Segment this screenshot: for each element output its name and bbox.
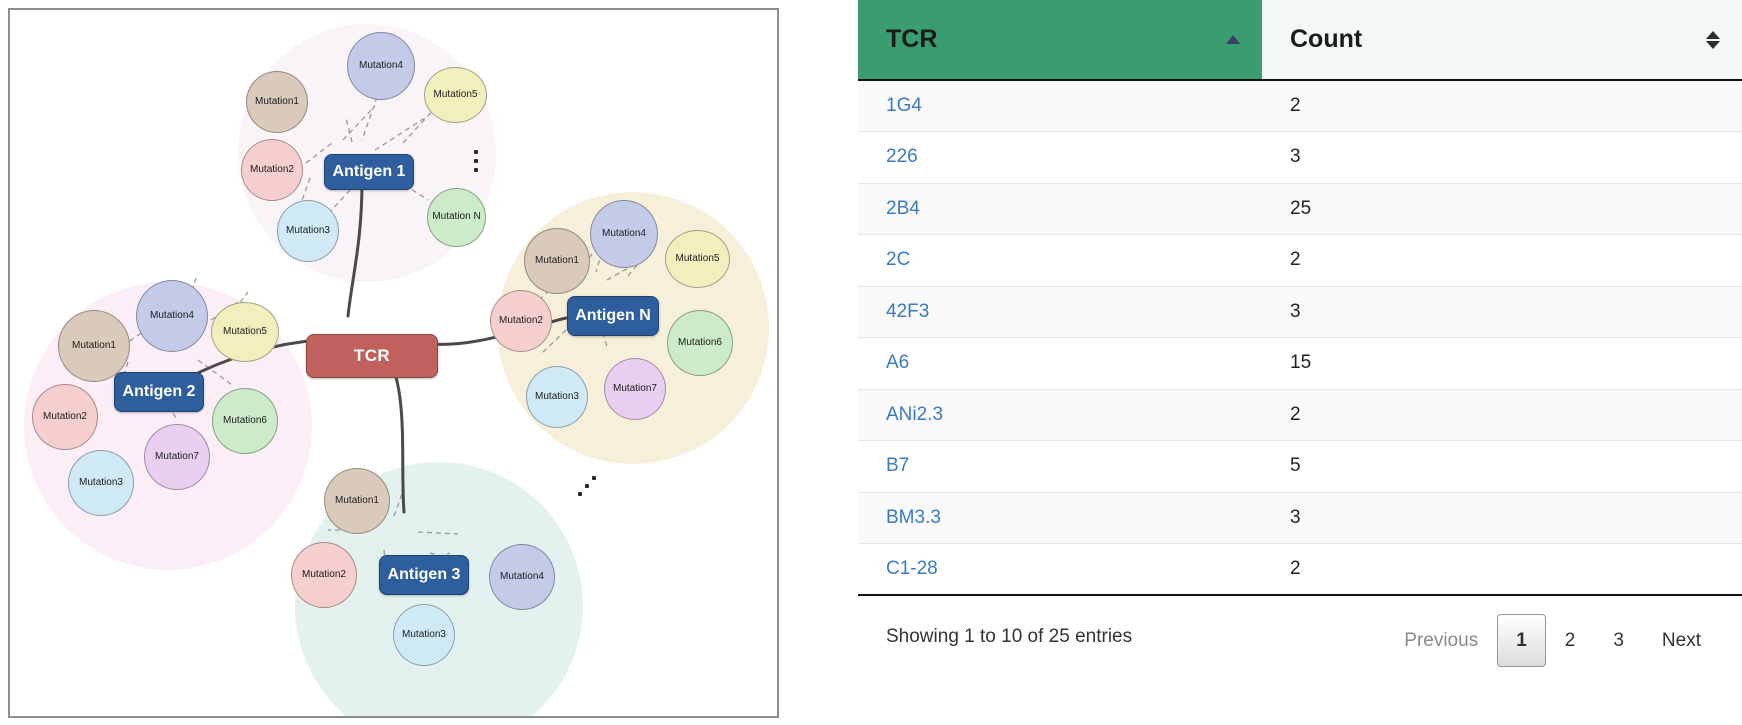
mutation-node[interactable]: Mutation3 bbox=[393, 604, 455, 666]
sort-unsorted-icon[interactable] bbox=[1706, 31, 1720, 49]
mutation-node[interactable]: Mutation1 bbox=[246, 71, 308, 133]
pagination-page-2[interactable]: 2 bbox=[1546, 614, 1595, 667]
tcr-center-node[interactable]: TCR bbox=[306, 334, 438, 378]
cell-count: 2 bbox=[1262, 80, 1742, 132]
cell-tcr: 2B4 bbox=[858, 183, 1262, 235]
mutation-node[interactable]: Mutation5 bbox=[424, 67, 487, 123]
cell-count: 2 bbox=[1262, 544, 1742, 596]
mutation-node[interactable]: Mutation7 bbox=[144, 424, 210, 490]
cell-tcr: 2C bbox=[858, 235, 1262, 287]
mutation-node[interactable]: Mutation2 bbox=[32, 384, 98, 450]
mutation-node[interactable]: Mutation4 bbox=[489, 544, 555, 610]
tcr-link[interactable]: B7 bbox=[886, 455, 909, 476]
antigen-node-3[interactable]: Antigen 3 bbox=[379, 555, 469, 595]
column-header-tcr-label: TCR bbox=[886, 25, 937, 53]
tcr-link[interactable]: 2B4 bbox=[886, 198, 920, 219]
mutation-node[interactable]: Mutation2 bbox=[291, 542, 357, 608]
cell-count: 3 bbox=[1262, 286, 1742, 338]
mutation-node[interactable]: Mutation5 bbox=[665, 230, 730, 288]
tcr-link[interactable]: C1-28 bbox=[886, 558, 938, 579]
antigen-node-n[interactable]: Antigen N bbox=[567, 296, 659, 336]
cell-tcr: BM3.3 bbox=[858, 492, 1262, 544]
cell-tcr: B7 bbox=[858, 441, 1262, 493]
cell-count: 25 bbox=[1262, 183, 1742, 235]
table-info-text: Showing 1 to 10 of 25 entries bbox=[886, 626, 1132, 648]
mutation-node[interactable]: Mutation6 bbox=[212, 388, 278, 454]
cell-count: 2 bbox=[1262, 235, 1742, 287]
cell-count: 15 bbox=[1262, 338, 1742, 390]
column-header-count[interactable]: Count bbox=[1262, 0, 1742, 80]
tcr-link[interactable]: 42F3 bbox=[886, 301, 929, 322]
table-body: 1G4 2 226 3 2B4 25 2C 2 42F3 3 bbox=[858, 80, 1742, 595]
antigen-node-1[interactable]: Antigen 1 bbox=[324, 154, 414, 190]
mutation-node[interactable]: Mutation5 bbox=[211, 302, 279, 362]
pagination-page-1[interactable]: 1 bbox=[1497, 614, 1546, 667]
column-header-count-label: Count bbox=[1290, 25, 1362, 53]
mutation-node[interactable]: Mutation7 bbox=[604, 358, 666, 420]
table-head: TCR Count bbox=[858, 0, 1742, 80]
mutation-node[interactable]: Mutation3 bbox=[526, 366, 588, 428]
cell-count: 5 bbox=[1262, 441, 1742, 493]
mutation-node[interactable]: Mutation4 bbox=[347, 32, 415, 100]
table-row[interactable]: 42F3 3 bbox=[858, 286, 1742, 338]
tcr-link[interactable]: BM3.3 bbox=[886, 507, 941, 528]
antigen-node-2[interactable]: Antigen 2 bbox=[114, 372, 204, 412]
table-footer: Showing 1 to 10 of 25 entries Previous 1… bbox=[858, 596, 1742, 686]
tcr-link[interactable]: 1G4 bbox=[886, 95, 922, 116]
mutation-node[interactable]: Mutation2 bbox=[241, 139, 303, 201]
pagination-page-3[interactable]: 3 bbox=[1594, 614, 1643, 667]
column-header-tcr[interactable]: TCR bbox=[858, 0, 1262, 80]
mutation-node[interactable]: Mutation2 bbox=[490, 290, 552, 352]
mutation-node[interactable]: Mutation6 bbox=[667, 310, 733, 376]
table-header-row: TCR Count bbox=[858, 0, 1742, 80]
mutation-node[interactable]: Mutation3 bbox=[68, 450, 134, 516]
cell-count: 2 bbox=[1262, 389, 1742, 441]
data-table: TCR Count 1G4 2 226 3 bbox=[858, 0, 1742, 596]
mutation-node[interactable]: Mutation N bbox=[427, 188, 486, 247]
table-row[interactable]: C1-28 2 bbox=[858, 544, 1742, 596]
cell-tcr: A6 bbox=[858, 338, 1262, 390]
cell-tcr: 1G4 bbox=[858, 80, 1262, 132]
cell-count: 3 bbox=[1262, 132, 1742, 184]
mutation-node[interactable]: Mutation1 bbox=[324, 468, 390, 534]
cell-tcr: 226 bbox=[858, 132, 1262, 184]
table-row[interactable]: 226 3 bbox=[858, 132, 1742, 184]
table-row[interactable]: 2B4 25 bbox=[858, 183, 1742, 235]
table-row[interactable]: ANi2.3 2 bbox=[858, 389, 1742, 441]
mutation-node[interactable]: Mutation1 bbox=[524, 228, 590, 294]
mutation-node[interactable]: Mutation4 bbox=[590, 200, 658, 268]
cell-count: 3 bbox=[1262, 492, 1742, 544]
sort-ascending-icon[interactable] bbox=[1226, 31, 1240, 49]
diagonal-ellipsis-icon bbox=[578, 476, 602, 500]
diagram-stage: Mutation1 Mutation2 Mutation3 Mutation4 … bbox=[10, 10, 779, 718]
pagination: Previous 1 2 3 Next bbox=[1385, 614, 1720, 667]
table-row[interactable]: BM3.3 3 bbox=[858, 492, 1742, 544]
table-row[interactable]: B7 5 bbox=[858, 441, 1742, 493]
tcr-count-datatable: TCR Count 1G4 2 226 3 bbox=[858, 0, 1742, 725]
table-row[interactable]: 2C 2 bbox=[858, 235, 1742, 287]
cell-tcr: 42F3 bbox=[858, 286, 1262, 338]
mutation-node[interactable]: Mutation4 bbox=[136, 280, 208, 352]
tcr-link[interactable]: A6 bbox=[886, 352, 909, 373]
pagination-previous[interactable]: Previous bbox=[1385, 614, 1497, 667]
table-row[interactable]: 1G4 2 bbox=[858, 80, 1742, 132]
cell-tcr: C1-28 bbox=[858, 544, 1262, 596]
table-row[interactable]: A6 15 bbox=[858, 338, 1742, 390]
tcr-link[interactable]: 2C bbox=[886, 249, 910, 270]
cell-tcr: ANi2.3 bbox=[858, 389, 1262, 441]
mutation-node[interactable]: Mutation3 bbox=[277, 200, 339, 262]
tcr-link[interactable]: 226 bbox=[886, 146, 918, 167]
mutation-node[interactable]: Mutation1 bbox=[58, 310, 130, 382]
pagination-next[interactable]: Next bbox=[1643, 614, 1720, 667]
tcr-antigen-network-diagram: Mutation1 Mutation2 Mutation3 Mutation4 … bbox=[8, 8, 779, 718]
vertical-ellipsis-icon bbox=[474, 150, 482, 176]
tcr-link[interactable]: ANi2.3 bbox=[886, 404, 943, 425]
